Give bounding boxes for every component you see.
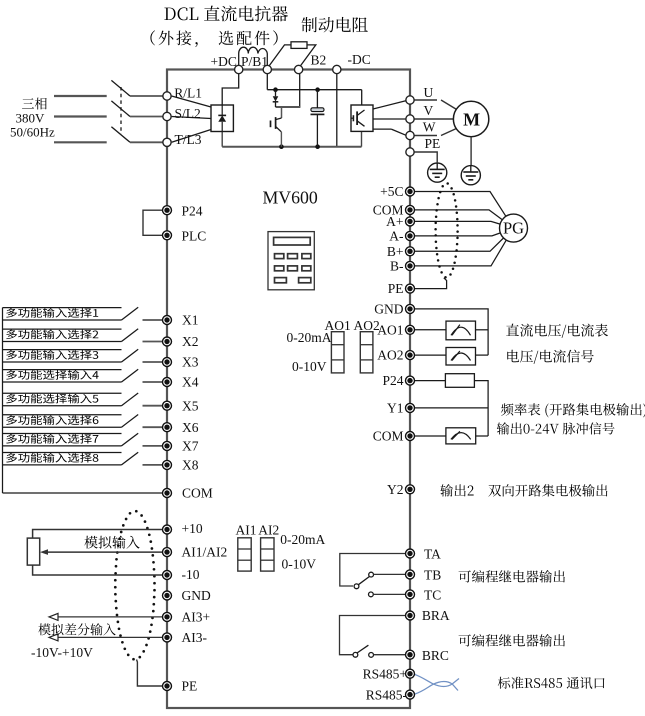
- svg-text:TC: TC: [424, 587, 441, 602]
- svg-text:U: U: [424, 85, 434, 100]
- svg-text:T/L3: T/L3: [175, 132, 202, 147]
- svg-text:-10: -10: [182, 567, 200, 582]
- svg-text:P24: P24: [382, 373, 403, 388]
- svg-text:Y1: Y1: [387, 400, 404, 415]
- svg-text:GND: GND: [374, 302, 403, 317]
- svg-text:P/B1: P/B1: [241, 54, 268, 69]
- svg-text:50/60Hz: 50/60Hz: [10, 125, 55, 140]
- svg-text:X5: X5: [182, 398, 199, 413]
- svg-text:B+: B+: [387, 244, 404, 259]
- svg-text:AI1/AI2: AI1/AI2: [182, 545, 228, 560]
- svg-text:-10V-+10V: -10V-+10V: [31, 645, 93, 660]
- svg-text:B2: B2: [311, 52, 327, 67]
- svg-text:X7: X7: [182, 439, 199, 454]
- svg-text:B-: B-: [390, 258, 404, 273]
- svg-text:0-10V: 0-10V: [292, 359, 327, 374]
- svg-text:P24: P24: [182, 204, 203, 219]
- svg-text:X8: X8: [182, 458, 199, 473]
- svg-text:W: W: [423, 119, 436, 134]
- svg-text:TA: TA: [424, 546, 441, 561]
- svg-text:COM: COM: [373, 429, 404, 444]
- svg-text:0-20mA: 0-20mA: [287, 330, 332, 345]
- svg-text:S/L2: S/L2: [175, 106, 201, 121]
- svg-text:R/L1: R/L1: [174, 86, 202, 101]
- svg-text:X2: X2: [182, 334, 199, 349]
- svg-text:Y2: Y2: [387, 482, 404, 497]
- svg-text:AI3+: AI3+: [182, 609, 211, 624]
- svg-text:+10: +10: [182, 521, 203, 536]
- svg-text:PE: PE: [388, 281, 404, 296]
- svg-text:A-: A-: [389, 228, 404, 243]
- svg-text:+DC: +DC: [211, 54, 237, 69]
- svg-text:TB: TB: [424, 568, 441, 583]
- svg-text:PLC: PLC: [182, 229, 207, 244]
- svg-text:X4: X4: [182, 375, 199, 390]
- svg-text:AI3-: AI3-: [182, 630, 208, 645]
- svg-text:AI1: AI1: [236, 523, 257, 538]
- svg-text:V: V: [424, 103, 434, 118]
- svg-text:AO1: AO1: [325, 318, 351, 333]
- svg-text:COM: COM: [182, 486, 213, 501]
- svg-text:AO1: AO1: [377, 322, 403, 337]
- svg-text:BRA: BRA: [422, 608, 450, 623]
- svg-text:-DC: -DC: [348, 52, 371, 67]
- svg-text:GND: GND: [182, 588, 211, 603]
- svg-text:AI2: AI2: [258, 523, 279, 538]
- svg-text:0-10V: 0-10V: [282, 557, 317, 572]
- svg-text:MV600: MV600: [263, 188, 318, 208]
- svg-text:A+: A+: [386, 214, 403, 229]
- svg-text:+5C: +5C: [380, 184, 403, 199]
- svg-text:X1: X1: [182, 313, 199, 328]
- svg-text:AO2: AO2: [354, 318, 380, 333]
- svg-text:AO2: AO2: [377, 348, 403, 363]
- svg-text:COM: COM: [373, 202, 404, 217]
- svg-text:PE: PE: [182, 679, 198, 694]
- svg-text:X6: X6: [182, 420, 199, 435]
- svg-text:380V: 380V: [16, 111, 46, 126]
- svg-text:PE: PE: [425, 136, 441, 151]
- svg-text:RS485+: RS485+: [363, 667, 407, 682]
- svg-text:0-20mA: 0-20mA: [280, 532, 325, 547]
- svg-text:BRC: BRC: [422, 648, 449, 663]
- svg-text:PG: PG: [503, 219, 524, 238]
- svg-text:M: M: [463, 109, 480, 129]
- svg-text:RS485-: RS485-: [366, 687, 408, 702]
- svg-text:X3: X3: [182, 355, 199, 370]
